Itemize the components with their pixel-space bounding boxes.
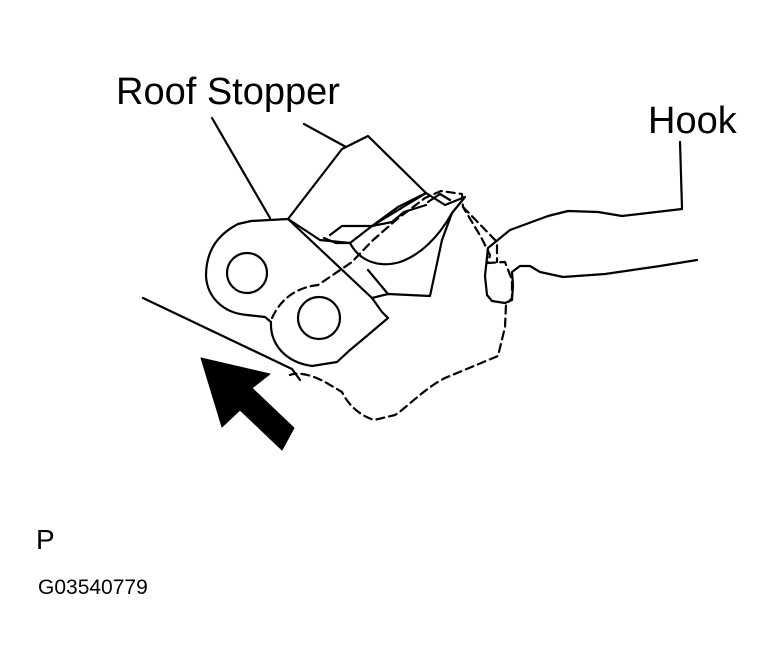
hook-arm: [483, 207, 699, 305]
hidden-bracket-outline: [270, 189, 514, 422]
hidden-bracket-inner: [461, 205, 499, 264]
body-panel-line: [141, 296, 302, 382]
roof-stopper-plate: [204, 217, 390, 368]
bolt-hole-upper: [225, 251, 269, 295]
direction-arrow: [200, 357, 295, 451]
roof-stopper-block-front: [370, 191, 467, 300]
roof-stopper-ridge: [426, 192, 452, 204]
hook-leader: [678, 140, 684, 210]
figure-code-label: G03540779: [38, 576, 148, 599]
roof-stopper-label: Roof Stopper: [116, 71, 340, 113]
hook-label: Hook: [648, 100, 737, 142]
roof-stopper-edge: [366, 268, 390, 296]
roof-stopper-curve: [348, 211, 454, 266]
view-marker-label: P: [36, 524, 55, 555]
roof-stopper-inner: [322, 236, 352, 245]
roof-stopper-leader-1: [210, 116, 272, 220]
bolt-hole-lower: [296, 295, 342, 341]
roof-stopper-leader-2: [302, 122, 348, 149]
roof-stopper-lip: [328, 203, 428, 237]
